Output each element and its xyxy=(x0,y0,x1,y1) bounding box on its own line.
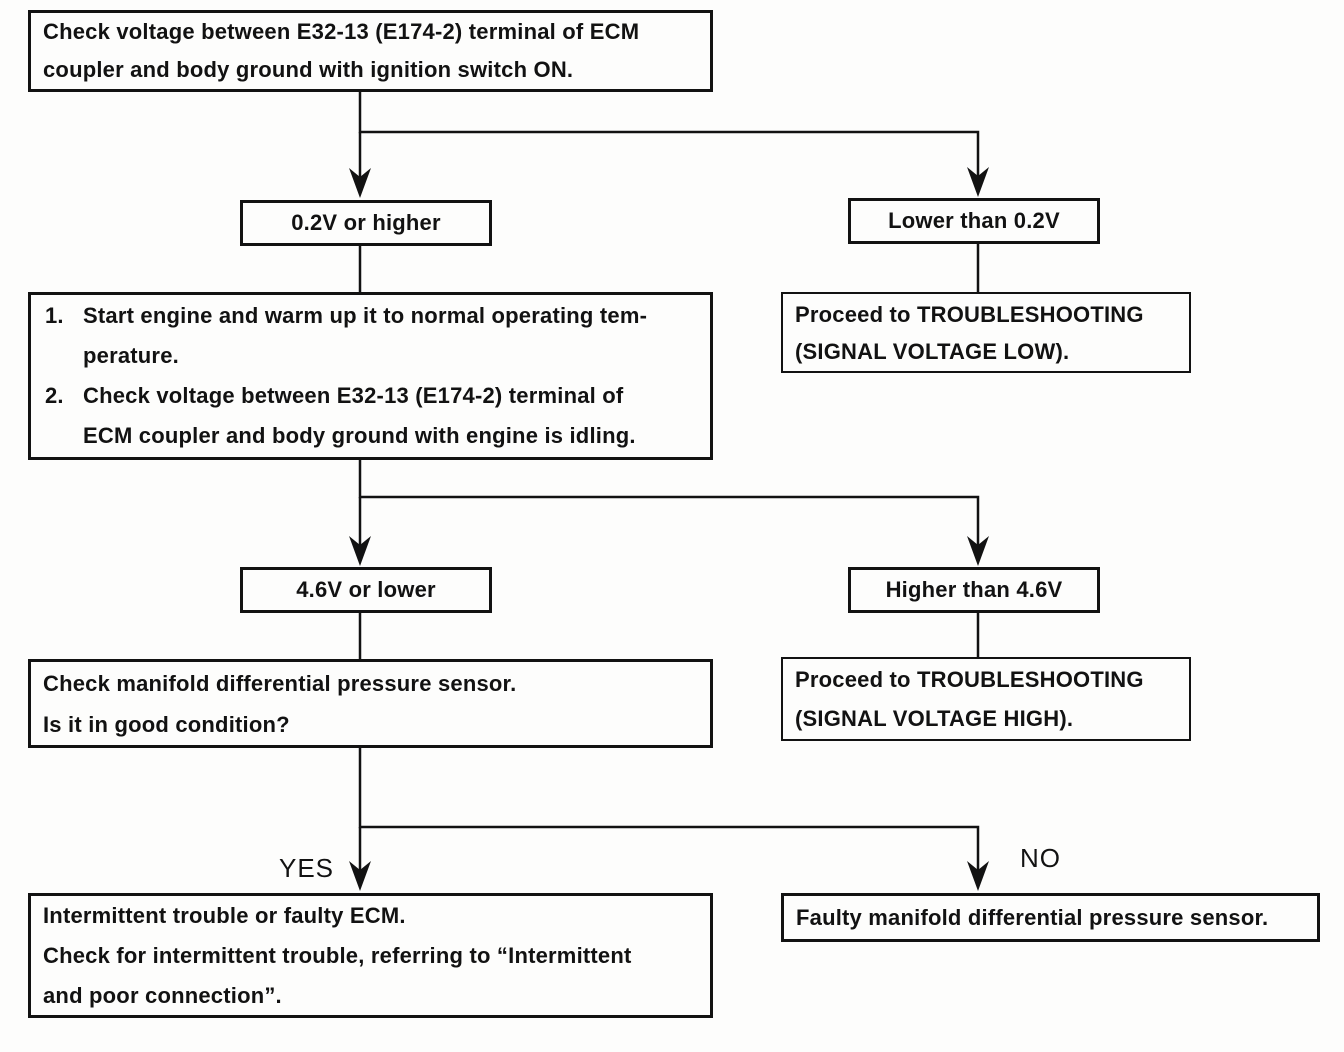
connector-branch2 xyxy=(358,460,980,546)
node-text-line: Proceed to TROUBLESHOOTING xyxy=(795,667,1144,692)
node-text-line: Intermittent trouble or faulty ECM. xyxy=(43,903,406,928)
node-text-line: Start engine and warm up it to normal op… xyxy=(83,303,648,328)
node-text-line: Check for intermittent trouble, referrin… xyxy=(43,943,632,968)
flowchart-node-check-pressure-sensor: Check manifold differential pressure sen… xyxy=(28,659,713,748)
node-text-line: (SIGNAL VOLTAGE LOW). xyxy=(795,338,1070,364)
arrow-down-icon xyxy=(967,536,989,566)
node-text-line: Proceed to TROUBLESHOOTING xyxy=(795,301,1144,327)
arrow-down-icon xyxy=(349,861,371,891)
node-text-line: coupler and body ground with ignition sw… xyxy=(43,57,574,82)
arrow-down-icon xyxy=(349,536,371,566)
node-text-line: Faulty manifold differential pressure se… xyxy=(796,905,1269,930)
node-text-line: Lower than 0.2V xyxy=(888,208,1060,233)
flowchart-node-result-higher-than-46v: Higher than 4.6V xyxy=(848,567,1100,613)
node-text-line: Check voltage between E32-13 (E174-2) te… xyxy=(83,383,624,408)
node-text-line: Higher than 4.6V xyxy=(885,577,1063,602)
connector-branch1 xyxy=(358,92,980,177)
connector-branch3 xyxy=(358,748,980,871)
step-item: 2. Check voltage between E32-13 (E174-2)… xyxy=(45,376,700,456)
node-text-line: 0.2V or higher xyxy=(291,210,441,235)
branch-label-yes: YES xyxy=(279,853,335,883)
node-text-line: and poor connection”. xyxy=(43,983,282,1008)
arrow-down-icon xyxy=(967,861,989,891)
flowchart-node-engine-warmup-steps: 1. Start engine and warm up it to normal… xyxy=(28,292,713,460)
arrow-down-icon xyxy=(967,167,989,197)
branch-label-no: NO xyxy=(1020,843,1061,873)
node-text-line: (SIGNAL VOLTAGE HIGH). xyxy=(795,706,1074,731)
flowchart-node-proceed-troubleshooting-high: Proceed to TROUBLESHOOTING (SIGNAL VOLTA… xyxy=(781,657,1191,741)
step-number: 2. xyxy=(45,383,64,408)
node-text-line: Check voltage between E32-13 (E174-2) te… xyxy=(43,19,640,44)
flowchart-node-faulty-sensor: Faulty manifold differential pressure se… xyxy=(781,893,1320,942)
flowchart-node-check-ignition-voltage: Check voltage between E32-13 (E174-2) te… xyxy=(28,10,713,92)
flowchart-node-result-lower-than-02v: Lower than 0.2V xyxy=(848,198,1100,244)
node-text-line: ECM coupler and body ground with engine … xyxy=(83,423,636,448)
flowchart-node-result-02v-or-higher: 0.2V or higher xyxy=(240,200,492,246)
node-text-line: perature. xyxy=(83,343,179,368)
node-text-line: Is it in good condition? xyxy=(43,712,290,737)
arrow-down-icon xyxy=(349,168,371,198)
flowchart-node-result-46v-or-lower: 4.6V or lower xyxy=(240,567,492,613)
step-item: 1. Start engine and warm up it to normal… xyxy=(45,296,700,376)
flowchart-node-intermittent-trouble: Intermittent trouble or faulty ECM. Chec… xyxy=(28,893,713,1018)
node-text-line: 4.6V or lower xyxy=(296,577,436,602)
step-number: 1. xyxy=(45,303,64,328)
node-text-line: Check manifold differential pressure sen… xyxy=(43,671,517,696)
flowchart-node-proceed-troubleshooting-low: Proceed to TROUBLESHOOTING (SIGNAL VOLTA… xyxy=(781,292,1191,373)
